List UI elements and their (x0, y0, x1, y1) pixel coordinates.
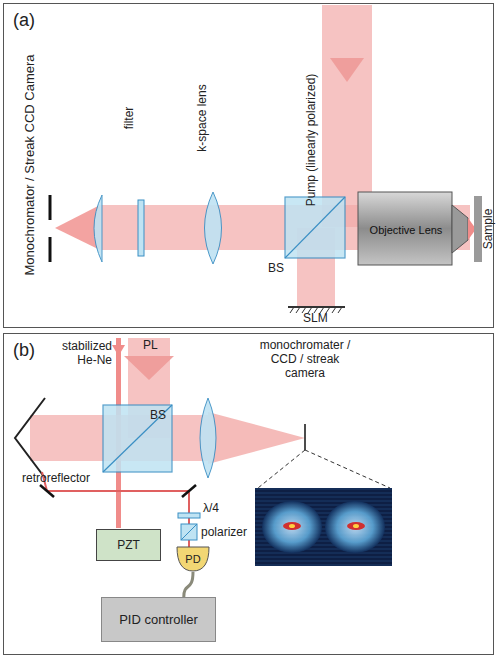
node-text: PD (185, 553, 200, 565)
signal-cable (184, 572, 193, 597)
node-text: Objective Lens (370, 224, 443, 236)
pid-controller-box: PID controller (101, 597, 216, 642)
camera-slit (50, 195, 51, 262)
node-text: PZT (117, 538, 140, 552)
component-label: SLM (303, 312, 328, 326)
detector-label: monochromater / CCD / streak camera (257, 339, 353, 380)
component-label: filter (123, 107, 137, 130)
k-space-lens (205, 192, 222, 264)
node-text: (a) (13, 10, 35, 31)
imaging-lens (200, 398, 216, 478)
sample-slab (474, 196, 482, 262)
pzt-box: PZT (96, 529, 161, 561)
objective-label-box: Objective Lens (359, 193, 453, 266)
focus-cone-b (208, 412, 305, 464)
beam-splitter-cube-b (103, 405, 172, 472)
objective-lens (358, 192, 476, 265)
panel-frame: (a) Objective Lens (3, 3, 494, 328)
quarter-wave-plate (178, 513, 200, 518)
interference-image (255, 488, 392, 566)
focus-cone (55, 205, 100, 250)
component-label: k-space lens (196, 84, 210, 151)
component-label: BS (150, 409, 166, 423)
beam-label: PL (143, 339, 158, 353)
detector-slit (258, 424, 390, 488)
photodiode: PD (176, 546, 210, 572)
camera-label: Monochromator / Streak CCD Camera (23, 54, 38, 275)
component-label: λ/4 (203, 502, 219, 516)
panel-frame: (b) PZT PD PID controller (3, 333, 494, 655)
polarizer-cube (181, 524, 197, 540)
beam-label: Pump (linearly polarized) (305, 74, 319, 207)
node-text: (b) (13, 340, 35, 361)
beam-label: stabilized He-Ne (46, 340, 112, 368)
component-label: Sample (482, 209, 496, 250)
retroreflector-prism (15, 398, 45, 478)
component-label: retroreflector (22, 472, 90, 486)
filter-plate (138, 200, 144, 256)
component-label: polarizer (201, 526, 247, 540)
node-text: PID controller (119, 612, 198, 627)
component-label: BS (268, 262, 284, 276)
focusing-lens (94, 195, 102, 262)
